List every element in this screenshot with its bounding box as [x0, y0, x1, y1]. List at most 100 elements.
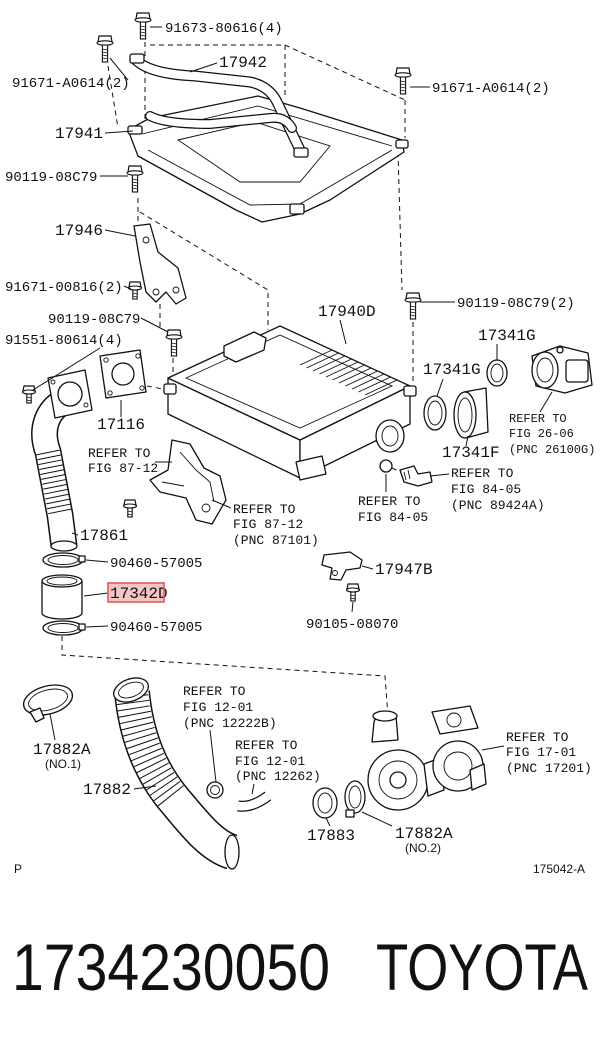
- clamp-no2-band: [344, 780, 366, 814]
- guide-cover-to-intercooler-right: [397, 151, 403, 291]
- gasket-hole-3: [139, 385, 145, 391]
- guide-left-bolt-down: [107, 65, 119, 129]
- sleeve-body: [41, 580, 83, 620]
- ref-fig-87-12-left: REFER TO FIG 87-12: [88, 446, 158, 476]
- caption-brand: TOYOTA: [376, 930, 588, 1004]
- sensor-thread: [403, 469, 411, 481]
- ring-outer: [312, 787, 338, 819]
- clamp-90460-upper: [42, 552, 86, 568]
- intercooler-fins: [299, 349, 398, 396]
- turbo-inlet-mouth: [372, 710, 398, 722]
- cover-tab-left: [127, 125, 143, 135]
- clamp-no1-band: [22, 684, 74, 716]
- turbocharger-17201: [367, 705, 487, 811]
- ref-line: FIG 87-12: [233, 517, 303, 532]
- ref-line: REFER TO: [358, 494, 421, 509]
- duct-mount-left: [129, 53, 145, 64]
- intercooler-lower-tab: [295, 455, 327, 481]
- label-clamp-lower: 90460-57005: [110, 620, 202, 636]
- bolt-91551-80614: [21, 385, 37, 404]
- ref-line: REFER TO: [235, 738, 298, 753]
- bolt-90119-08c79-lower: [165, 329, 183, 357]
- ref-line: FIG 84-05: [451, 482, 521, 497]
- bolt-90119-08c79-upper: [126, 165, 144, 193]
- guide-sensor: [391, 467, 401, 473]
- label-figure-code: 175042-A: [533, 862, 585, 876]
- label-clamp-right-2: 17341G: [423, 361, 481, 379]
- part-labels: 91673-80616(4) 91671-A0614(2) 17942 9167…: [5, 21, 585, 876]
- label-bolt-top-right: 91671-A0614(2): [432, 81, 550, 97]
- bolt-91673-80616: [134, 12, 152, 40]
- hose-ribs: [36, 449, 72, 515]
- throttle-actuator: [565, 359, 589, 383]
- turbo-exhaust-flange: [431, 705, 479, 735]
- turbo-flange-bore: [446, 712, 462, 728]
- label-clamp-right-1: 17341G: [478, 327, 536, 345]
- ref-line: FIG 12-01: [235, 754, 305, 769]
- ref-fig-12-01-clamp: REFER TO FIG 12-01 (PNC 12222B): [183, 684, 277, 731]
- clamp-g-upper-inner: [490, 363, 504, 383]
- hose-f-end-left: [453, 391, 477, 439]
- sleeve-17342d: [41, 574, 83, 620]
- ref-line: (PNC 17201): [506, 761, 592, 776]
- label-intake-hose: 17882: [83, 781, 131, 799]
- hose-small-fill: [237, 792, 271, 811]
- label-bolt-top: 91673-80616(4): [165, 21, 283, 37]
- clamp-17882a-no1: [22, 684, 74, 723]
- bolt-bracket-87-12: [122, 499, 138, 518]
- hose-12262: [237, 791, 272, 812]
- label-clamp-no2-note: (NO.2): [405, 841, 441, 855]
- intake-hose-17882: [113, 677, 240, 870]
- ref-line: (PNC 89424A): [451, 498, 545, 513]
- hose-end: [50, 540, 78, 552]
- intake-hose-ribs: [115, 694, 187, 811]
- bracket-hole-1: [142, 236, 150, 244]
- cover-tab-bottom: [289, 203, 305, 215]
- label-bolt-right: 90119-08C79(2): [457, 296, 575, 312]
- highlight-outline: [107, 582, 165, 603]
- ring-17883: [312, 787, 338, 819]
- clamp-upper-inner: [47, 555, 79, 565]
- flange-hole-2: [83, 402, 89, 408]
- cover-rim-bottom: [147, 149, 393, 206]
- guide-cover-to-intercooler-left: [139, 211, 269, 330]
- label-bolt-left-3: 90119-08C79: [48, 312, 140, 328]
- ref-line: (PNC 12222B): [183, 716, 277, 731]
- air-duct-17942: [129, 53, 309, 158]
- sleeve-bore: [46, 576, 78, 586]
- turbo-outlet-flange: [469, 763, 487, 791]
- label-clamp-no1-note: (NO.1): [45, 757, 81, 771]
- clamp-lower-screw: [78, 623, 86, 631]
- flange-hole-1: [50, 379, 56, 385]
- label-bolt-left-2: 91671-00816(2): [5, 280, 123, 296]
- label-gasket: 17116: [97, 416, 145, 434]
- gasket-bore: [111, 362, 135, 386]
- reference-notes: REFER TO FIG 26-06 (PNC 26100G) REFER TO…: [88, 412, 595, 784]
- ref-line: REFER TO: [88, 446, 151, 461]
- intercooler-outlet-bore: [381, 425, 399, 447]
- ref-fig-84-05: REFER TO FIG 84-05: [358, 494, 428, 525]
- clamp-lower-inner: [47, 623, 79, 633]
- bracket-87-12-hole: [201, 503, 211, 513]
- hose-flange-bore: [57, 381, 83, 407]
- gasket-hole-2: [135, 353, 141, 359]
- label-bolt-top-left: 91671-A0614(2): [12, 76, 130, 92]
- caption-part-number: 1734230050: [12, 930, 330, 1004]
- turbo-turbine-scroll: [443, 751, 473, 781]
- clamp-no2-inner: [348, 785, 362, 809]
- bracket-hole-2: [172, 286, 180, 294]
- throttle-bore: [536, 357, 554, 383]
- label-ring: 17883: [307, 827, 355, 845]
- intake-hose-opening: [113, 677, 149, 703]
- bolt-91671-a0614-right: [394, 67, 412, 95]
- label-bolt-gasket: 91551-80614(4): [5, 333, 123, 349]
- bracket-17947b: [321, 551, 363, 581]
- label-hose-left: 17861: [80, 527, 128, 545]
- intercooler-tab-right: [403, 385, 417, 397]
- ref-line: (PNC 26100G): [509, 443, 595, 457]
- throttle-boss: [556, 346, 564, 354]
- clamp-no2-tab: [345, 809, 355, 818]
- label-bracket-small: 17947B: [375, 561, 433, 579]
- sensor-washer: [379, 459, 393, 473]
